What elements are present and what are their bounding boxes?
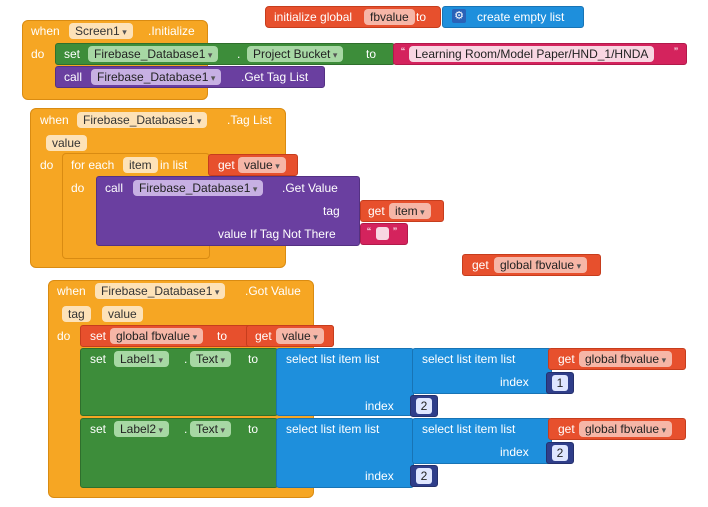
select-list-inner-block-1[interactable] xyxy=(412,348,552,394)
gear-icon[interactable]: ⚙ xyxy=(452,9,466,23)
in-list-label: in list xyxy=(160,158,188,172)
tag-socket-label: tag xyxy=(323,204,340,218)
open-quote-icon: “ xyxy=(401,45,405,59)
select-list-outer-label: select list item list xyxy=(286,422,380,436)
create-empty-list-block[interactable] xyxy=(442,6,584,28)
get-value-dropdown[interactable]: value xyxy=(276,328,324,344)
get-item-dropdown[interactable]: item xyxy=(389,203,431,219)
value-param[interactable]: value xyxy=(46,135,87,151)
get-tag-list-label: .Get Tag List xyxy=(241,70,309,84)
empty-string-field[interactable] xyxy=(376,227,389,240)
set-label: set xyxy=(90,352,107,366)
initialize-event-label: .Initialize xyxy=(148,24,195,38)
tag-list-component-dropdown[interactable]: Firebase_Database1 xyxy=(77,112,208,128)
select-list-outer-label: select list item list xyxy=(286,352,380,366)
get-value-component-dropdown[interactable]: Firebase_Database1 xyxy=(133,180,264,196)
to-label: to xyxy=(248,352,259,366)
to-label: to xyxy=(217,329,228,343)
floating-get-dropdown[interactable]: global fbvalue xyxy=(494,257,588,273)
index-inner-value[interactable]: 1 xyxy=(552,375,568,391)
index-inner-value[interactable]: 2 xyxy=(552,445,568,461)
dot-label: . xyxy=(184,422,188,436)
set-label: set xyxy=(90,329,107,343)
to-label: to xyxy=(366,47,377,61)
call-label: call xyxy=(105,181,124,195)
value-param[interactable]: value xyxy=(102,306,143,322)
get-label: get xyxy=(558,422,575,436)
global-var-name[interactable]: fbvalue xyxy=(364,9,415,25)
select-list-inner-label: select list item list xyxy=(422,422,516,436)
get-label: get xyxy=(472,258,489,272)
label2-component-dropdown[interactable]: Label2 xyxy=(114,421,170,437)
text-property-dropdown[interactable]: Text xyxy=(190,351,232,367)
index-inner-label: index xyxy=(500,375,529,389)
item-var[interactable]: item xyxy=(123,157,158,173)
set-label2-block[interactable] xyxy=(80,418,278,488)
to-label: to xyxy=(248,422,259,436)
close-quote-icon: ” xyxy=(393,225,397,239)
to-label: to xyxy=(416,10,427,24)
when-label: when xyxy=(40,113,69,127)
get-value-method-label: .Get Value xyxy=(282,181,338,195)
do-label: do xyxy=(57,329,71,343)
get-label: get xyxy=(255,329,272,343)
open-quote-icon: “ xyxy=(367,225,371,239)
for-each-label: for each xyxy=(71,158,115,172)
select-list-outer-block-1[interactable] xyxy=(276,348,414,416)
project-bucket-string[interactable]: Learning Room/Model Paper/HND_1/HNDA xyxy=(409,46,655,62)
firebase-component-dropdown[interactable]: Firebase_Database1 xyxy=(88,46,219,62)
value-if-not-there-label: value If Tag Not There xyxy=(218,227,336,241)
get-label: get xyxy=(368,204,385,218)
select-list-inner-block-2[interactable] xyxy=(412,418,552,464)
select-list-outer-block-2[interactable] xyxy=(276,418,414,488)
close-quote-icon: ” xyxy=(674,45,678,59)
get-global-dropdown[interactable]: global fbvalue xyxy=(579,351,673,367)
initialize-global-label: initialize global xyxy=(274,10,353,24)
dot-label: . xyxy=(184,352,188,366)
set-label1-block[interactable] xyxy=(80,348,278,416)
create-empty-list-label: create empty list xyxy=(477,10,565,24)
get-label: get xyxy=(558,352,575,366)
tag-param[interactable]: tag xyxy=(62,306,91,322)
get-value-dropdown[interactable]: value xyxy=(238,157,286,173)
label1-component-dropdown[interactable]: Label1 xyxy=(114,351,170,367)
set-global-dropdown[interactable]: global fbvalue xyxy=(110,328,204,344)
got-value-component-dropdown[interactable]: Firebase_Database1 xyxy=(95,283,226,299)
call-label: call xyxy=(64,70,83,84)
index-outer-value[interactable]: 2 xyxy=(416,468,432,484)
index-outer-value[interactable]: 2 xyxy=(416,398,432,414)
set-label: set xyxy=(64,47,81,61)
do-label: do xyxy=(71,181,85,195)
when-label: when xyxy=(31,24,60,38)
call-component-dropdown[interactable]: Firebase_Database1 xyxy=(91,69,222,85)
screen-component-dropdown[interactable]: Screen1 xyxy=(69,23,133,39)
set-label: set xyxy=(90,422,107,436)
project-bucket-dropdown[interactable]: Project Bucket xyxy=(247,46,344,62)
get-label: get xyxy=(218,158,235,172)
index-inner-label: index xyxy=(500,445,529,459)
when-label: when xyxy=(57,284,86,298)
index-outer-label: index xyxy=(365,469,394,483)
do-label: do xyxy=(40,158,54,172)
got-value-event-label: .Got Value xyxy=(245,284,301,298)
index-outer-label: index xyxy=(365,399,394,413)
text-property-dropdown[interactable]: Text xyxy=(190,421,232,437)
tag-list-event-label: .Tag List xyxy=(227,113,272,127)
dot-label: . xyxy=(237,47,241,61)
do-label: do xyxy=(31,47,45,61)
select-list-inner-label: select list item list xyxy=(422,352,516,366)
get-global-dropdown[interactable]: global fbvalue xyxy=(579,421,673,437)
